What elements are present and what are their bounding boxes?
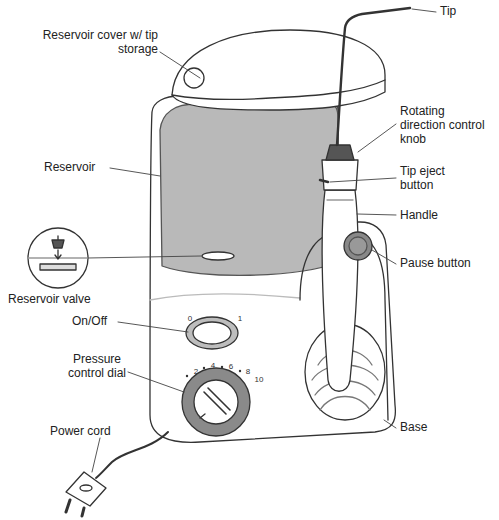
part-label: Base: [400, 420, 450, 434]
dial-number: 8: [242, 367, 254, 376]
part-label: Pressure control dial: [62, 352, 132, 380]
part-label: Reservoir cover w/ tip storage: [22, 28, 158, 56]
dial-number: 2: [190, 367, 202, 376]
part-label: On/Off: [72, 314, 132, 328]
part-label: Pause button: [400, 256, 490, 270]
part-label: Rotating direction control knob: [400, 104, 492, 146]
switch-mark: 0: [184, 314, 196, 323]
part-label: Reservoir valve: [8, 292, 118, 306]
part-label: Reservoir: [44, 160, 114, 174]
part-label: Tip: [440, 4, 480, 18]
dial-number: 10: [251, 375, 267, 384]
part-label: Tip eject button: [400, 164, 480, 192]
dial-number: 6: [225, 362, 237, 371]
switch-mark: 1: [234, 314, 246, 323]
part-label: Power cord: [50, 424, 130, 438]
dial-number: 4: [207, 361, 219, 370]
part-label: Handle: [400, 208, 470, 222]
